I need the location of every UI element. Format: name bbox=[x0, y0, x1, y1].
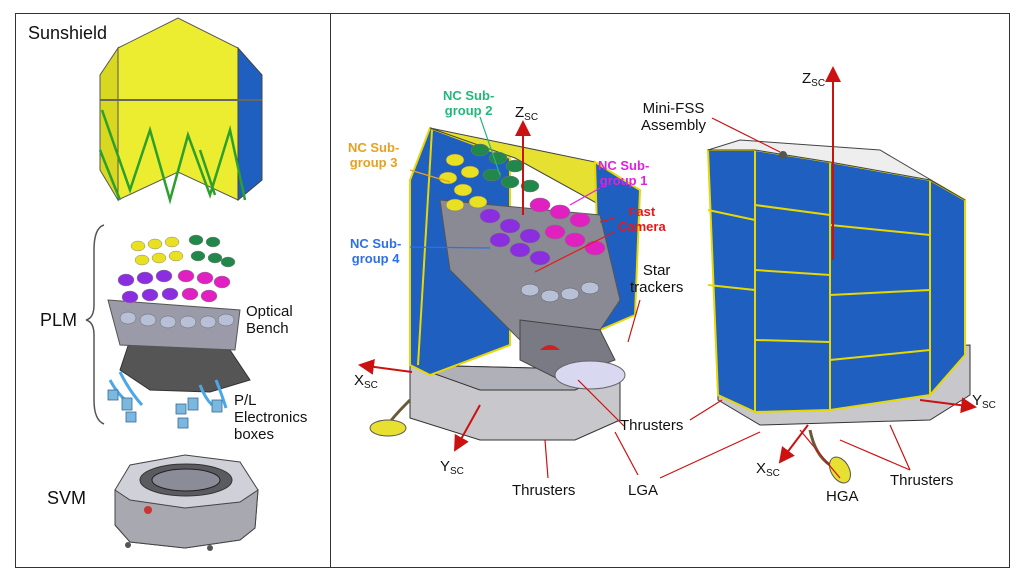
y-axis-label-left: YSC bbox=[440, 458, 464, 477]
hga-label: HGA bbox=[826, 488, 859, 505]
nc-subgroup-2-label: NC Sub-group 2 bbox=[443, 88, 495, 118]
svm-drawing bbox=[114, 454, 259, 551]
panel-divider bbox=[330, 13, 331, 568]
svm-label: SVM bbox=[47, 488, 87, 508]
plm-drawing bbox=[107, 234, 251, 429]
z-axis-label-left: ZSC bbox=[515, 104, 539, 123]
plm-bracket bbox=[85, 224, 105, 425]
sunshield-drawing bbox=[98, 17, 263, 205]
nc-subgroup-4-label: NC Sub-group 4 bbox=[350, 236, 402, 266]
y-axis-label-right: YSC bbox=[972, 392, 996, 411]
x-axis-label-right: XSC bbox=[756, 460, 780, 479]
figure-frame bbox=[15, 13, 1010, 568]
thrusters-label-bottom: Thrusters bbox=[512, 482, 576, 499]
leader-lines bbox=[409, 116, 911, 479]
nc-subgroup-1-label: NC Sub-group 1 bbox=[598, 158, 650, 188]
lga-label: LGA bbox=[628, 482, 659, 499]
z-axis-label-right: ZSC bbox=[802, 70, 826, 89]
spacecraft-left-view bbox=[369, 126, 642, 441]
sunshield-label: Sunshield bbox=[28, 23, 108, 43]
plm-label: PLM bbox=[40, 310, 78, 330]
x-axis-label-left: XSC bbox=[354, 372, 378, 391]
nc-subgroup-3-label: NC Sub-group 3 bbox=[348, 140, 400, 170]
thrusters-label-right: Thrusters bbox=[890, 472, 954, 489]
axes-arrows bbox=[358, 66, 977, 464]
thrusters-label-center: Thrusters bbox=[620, 417, 684, 434]
spacecraft-right-view bbox=[706, 139, 971, 484]
